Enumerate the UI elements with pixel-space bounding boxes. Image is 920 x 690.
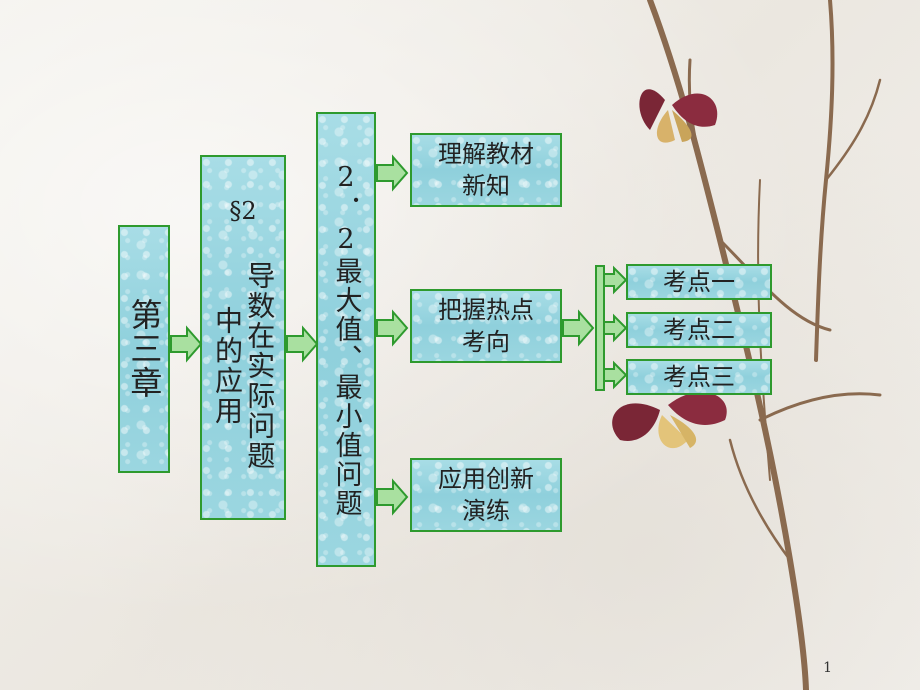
arrow-subsection-to-branch2: [376, 311, 408, 345]
arrow-subsection-to-branch3: [376, 480, 408, 514]
branch-label-3: 应用创新 演练: [438, 464, 534, 525]
branch-label-1: 理解教材 新知: [438, 139, 534, 200]
butterfly-top: [639, 89, 718, 143]
subsection-title: 2．2最大值、最小值问题: [330, 161, 362, 518]
point-box-2[interactable]: 考点二: [626, 312, 772, 348]
arrow-branch2-to-points: [562, 311, 594, 345]
point-box-3[interactable]: 考点三: [626, 359, 772, 395]
arrow-subsection-to-branch1: [376, 156, 408, 190]
point-label-3: 考点三: [663, 362, 735, 391]
page-number: 1: [823, 660, 832, 676]
branch-box-2[interactable]: 把握热点 考向: [410, 289, 562, 363]
chapter-box[interactable]: 第三章: [118, 225, 170, 473]
butterfly-bottom: [612, 392, 727, 449]
chapter-label: 第三章: [125, 298, 164, 400]
branch-label-2: 把握热点 考向: [438, 295, 534, 356]
point-box-1[interactable]: 考点一: [626, 264, 772, 300]
subsection-box[interactable]: 2．2最大值、最小值问题: [316, 112, 376, 567]
section-box[interactable]: §2 导数在实际问题中的应用: [200, 155, 286, 520]
branch-box-1[interactable]: 理解教材 新知: [410, 133, 562, 207]
branch-box-3[interactable]: 应用创新 演练: [410, 458, 562, 532]
point-label-2: 考点二: [663, 315, 735, 344]
arrow-section-to-subsection: [286, 327, 318, 361]
arrow-chapter-to-section: [170, 327, 202, 361]
section-title: 导数在实际问题中的应用: [211, 261, 277, 471]
points-bracket: [595, 265, 628, 391]
point-label-1: 考点一: [663, 267, 735, 296]
section-number: §2: [229, 197, 257, 225]
